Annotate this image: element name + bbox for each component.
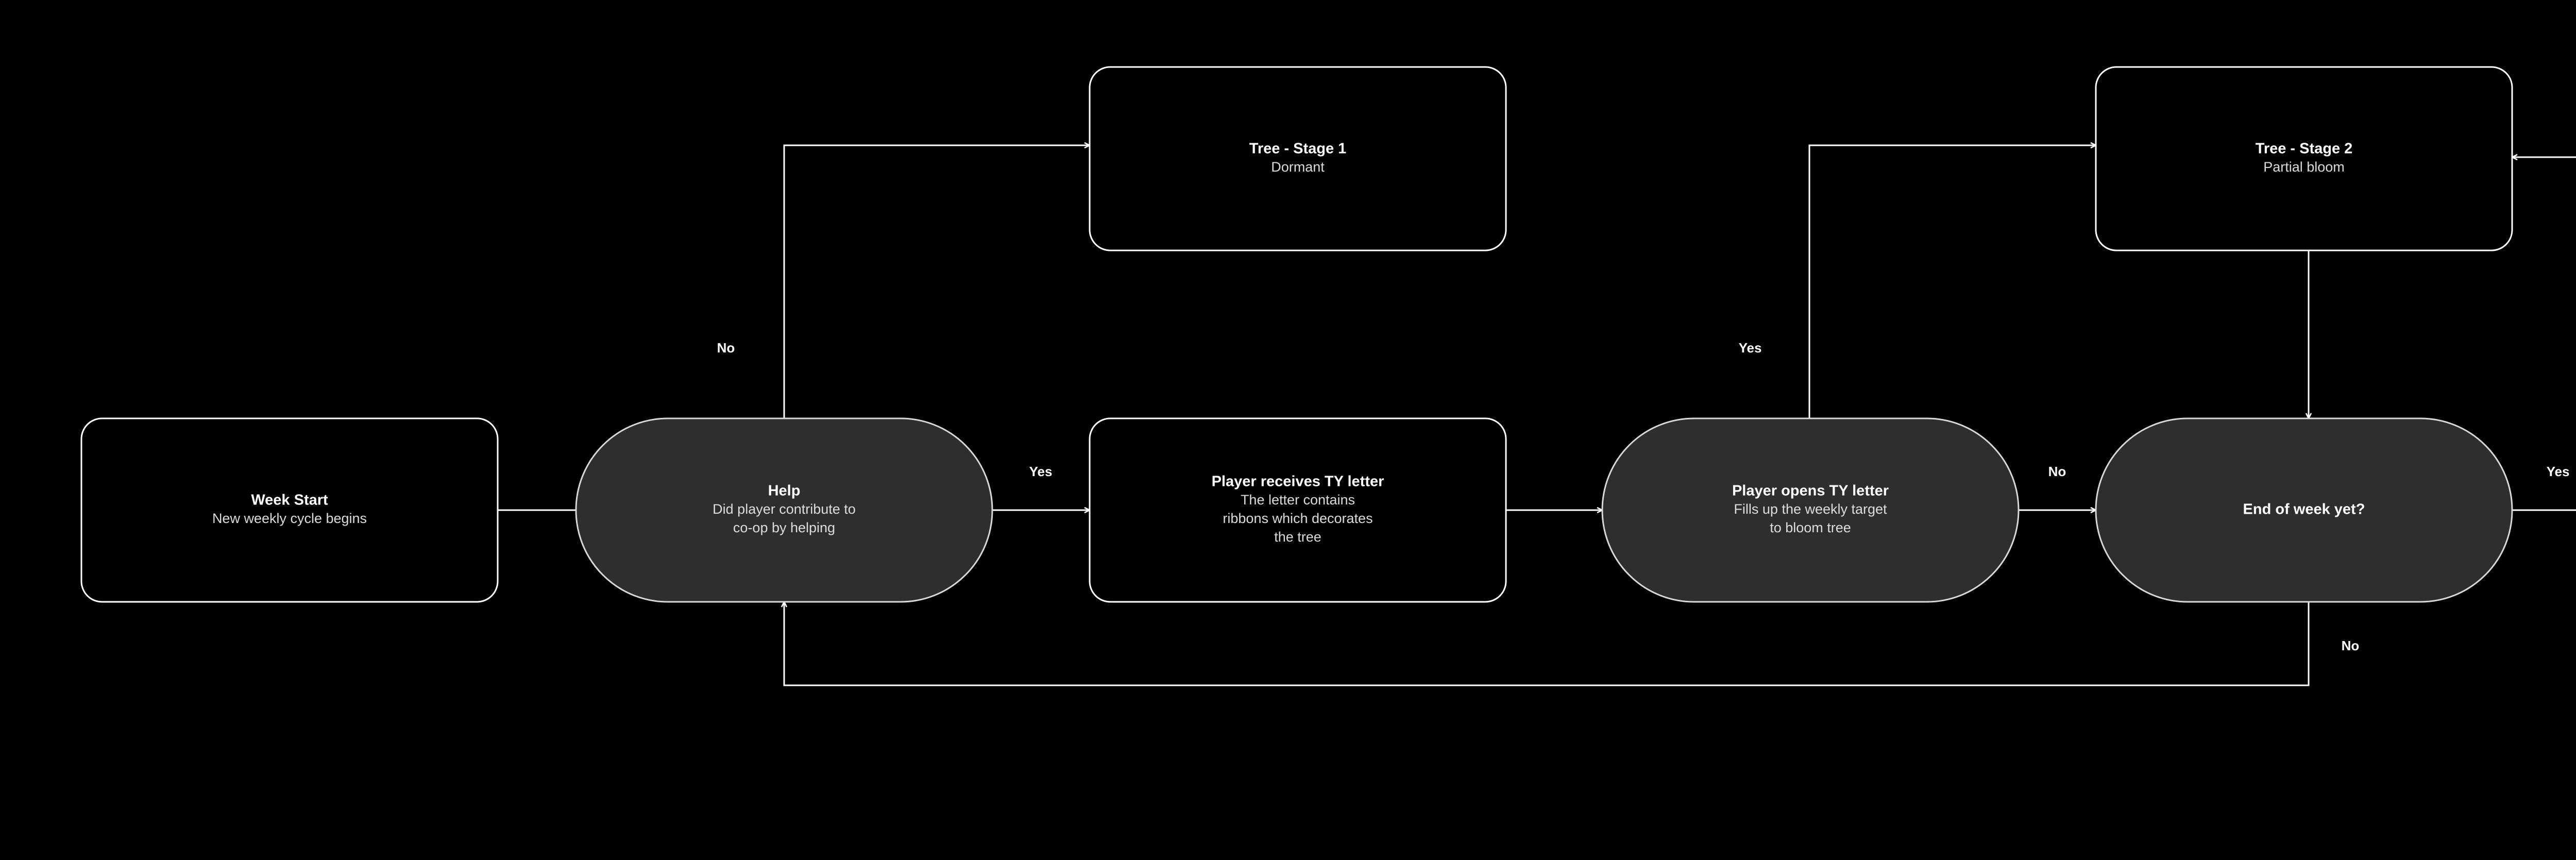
edge-label: Yes bbox=[1029, 464, 1053, 479]
node-subtitle-line: Partial bloom bbox=[2263, 159, 2345, 175]
node-shape bbox=[1601, 417, 2020, 603]
edge-label: Yes bbox=[2547, 464, 2570, 479]
edge-end-of-week-yes-to-hits-target: Yes bbox=[2512, 464, 2576, 511]
node-tree-stage-2[interactable]: Tree - Stage 2 Partial bloom bbox=[2095, 66, 2513, 251]
node-shape bbox=[80, 417, 499, 603]
node-subtitle-line: Did player contribute to bbox=[713, 501, 856, 517]
node-shape bbox=[575, 417, 993, 603]
edge-help-yes-to-player-receives: Yes bbox=[992, 464, 1090, 510]
node-tree-stage-1[interactable]: Tree - Stage 1 Dormant bbox=[1089, 66, 1507, 251]
edge-end-of-week-no-loop-back-to-help: No bbox=[784, 602, 2360, 686]
node-subtitle-line: The letter contains bbox=[1241, 492, 1355, 508]
node-subtitle-line: Dormant bbox=[1271, 159, 1325, 175]
node-shape bbox=[1089, 417, 1507, 603]
node-subtitle-line: the tree bbox=[1274, 529, 1321, 545]
node-shape bbox=[1089, 66, 1507, 251]
edge-line bbox=[1808, 145, 2096, 418]
edges-layer: NoYesYesNoYesNoNoYes bbox=[498, 145, 2576, 686]
edge-hits-target-no-to-tree-stage-2: No bbox=[2512, 157, 2576, 418]
node-title: Tree - Stage 1 bbox=[1249, 141, 1347, 157]
edge-label: Yes bbox=[1739, 340, 1762, 356]
node-title: Player receives TY letter bbox=[1212, 474, 1384, 490]
node-subtitle-line: co-op by helping bbox=[733, 520, 835, 535]
node-title: End of week yet? bbox=[2243, 501, 2365, 518]
node-shape bbox=[2095, 417, 2513, 603]
edge-label: No bbox=[2048, 464, 2066, 479]
node-title: Tree - Stage 2 bbox=[2256, 141, 2353, 157]
edge-line bbox=[784, 602, 2310, 686]
edge-label: No bbox=[717, 340, 735, 356]
node-title: Help bbox=[768, 483, 801, 499]
node-end-of-week-yet[interactable]: End of week yet? bbox=[2095, 417, 2513, 603]
edge-label: No bbox=[2342, 638, 2360, 653]
node-title: Player opens TY letter bbox=[1732, 483, 1889, 499]
edge-line bbox=[2512, 157, 2576, 418]
node-subtitle-line: New weekly cycle begins bbox=[212, 511, 367, 526]
node-title: Week Start bbox=[251, 492, 328, 509]
edge-help-no-to-tree-stage-1: No bbox=[717, 145, 1090, 418]
node-subtitle-line: to bloom tree bbox=[1770, 520, 1851, 535]
node-subtitle-line: Fills up the weekly target bbox=[1734, 501, 1887, 517]
node-subtitle-line: ribbons which decorates bbox=[1223, 511, 1372, 526]
edge-player-opens-no-to-end-of-week: No bbox=[2019, 464, 2096, 510]
edge-line bbox=[783, 145, 1090, 418]
node-shape bbox=[2095, 66, 2513, 251]
edge-player-opens-yes-to-tree-stage-2: Yes bbox=[1739, 145, 2096, 418]
